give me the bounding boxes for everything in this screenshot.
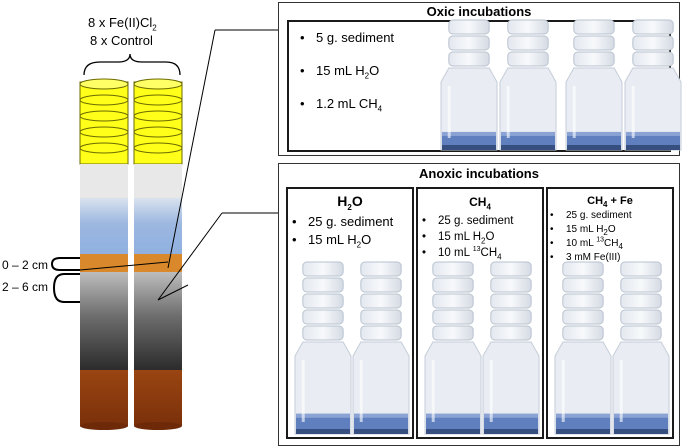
oxic-item: 15 mL H2O [298,63,394,80]
ch4fe-item: 3 mM Fe(III) [548,251,632,265]
depth-label-2-6: 2 – 6 cm [2,280,49,294]
ch4fe-title: CH4 + Fe [587,195,633,210]
core-right [133,78,183,430]
cores-label-fe: 8 x Fe(II)Cl2 [88,15,157,33]
ch4-list: 25 g. sediment 15 mL H2O 10 mL 13CH4 [420,213,513,261]
h2o-title: H2O [337,193,363,212]
leader-anoxic-diag [157,212,223,301]
h2o-list: 25 g. sediment 15 mL H2O [290,213,393,249]
h2o-item: 25 g. sediment [290,213,393,231]
leader-anoxic-horiz [157,284,189,301]
core-left [79,78,129,430]
ch4fe-list: 25 g. sediment 15 mL H2O 10 mL 13CH4 3 m… [548,209,632,265]
ch4-item: 15 mL H2O [420,229,513,245]
oxic-list: 5 g. sediment 15 mL H2O 1.2 mL CH4 [298,30,394,113]
ch4fe-item: 25 g. sediment [548,209,632,223]
h2o-item: 15 mL H2O [290,231,393,249]
cores-brace [83,53,181,76]
leader-oxic-diag [167,29,216,269]
ch4-title: CH4 [469,195,491,212]
anoxic-h2o-panel: H2O 25 g. sediment 15 mL H2O [286,187,414,439]
cores-label-control: 8 x Control [90,33,153,48]
oxic-item: 1.2 mL CH4 [298,96,394,113]
ch4-item: 25 g. sediment [420,213,513,229]
anoxic-ch4-panel: CH4 25 g. sediment 15 mL H2O 10 mL 13CH4 [416,187,544,439]
ch4fe-item: 10 mL 13CH4 [548,237,632,251]
bracket-2-6cm [52,273,80,303]
anoxic-ch4fe-panel: CH4 + Fe 25 g. sediment 15 mL H2O 10 mL … [546,187,674,439]
leader-oxic-horiz [79,261,169,271]
bracket-0-2cm [50,257,80,271]
oxic-title: Oxic incubations [426,4,532,19]
oxic-item: 5 g. sediment [298,30,394,45]
ch4-item: 10 mL 13CH4 [420,245,513,261]
anoxic-title: Anoxic incubations [419,166,539,181]
ch4fe-item: 15 mL H2O [548,223,632,237]
depth-label-0-2: 0 – 2 cm [2,258,49,272]
